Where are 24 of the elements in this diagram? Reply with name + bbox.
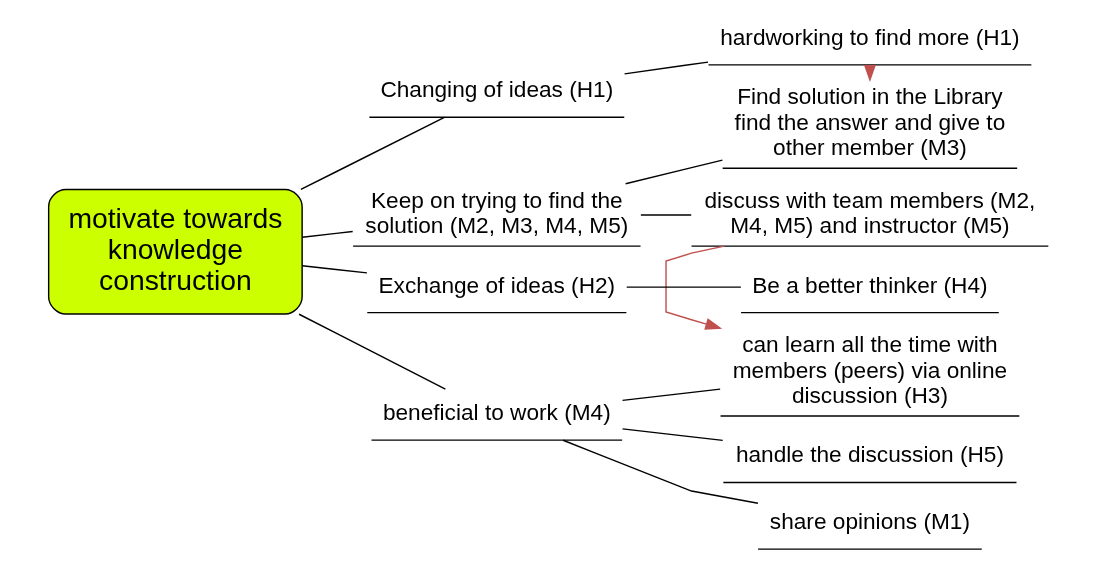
- node-text: Be a better thinker (H4): [752, 271, 988, 298]
- node-text: Keep on trying to find the solution (M2, M3, M4, M5): [365, 186, 629, 239]
- node-text: Exchange of ideas (H2): [378, 271, 616, 298]
- node-text: beneficial to work (M4): [382, 398, 611, 425]
- connector: [300, 116, 446, 191]
- connector: [301, 265, 368, 274]
- node-text: can learn all the time with members (peers) via online discussion (H3): [732, 331, 1008, 408]
- arrow: [665, 245, 725, 330]
- node-text: Find solution in the Library find the answer and give to other member (M3): [734, 83, 1006, 161]
- node-text: Changing of ideas (H1): [380, 76, 614, 103]
- node-box: motivate towards knowledge construction: [47, 188, 303, 315]
- connector: [562, 439, 759, 504]
- connector: [621, 388, 721, 402]
- node-text: discuss with team members (M2, M4, M5) and instructor (M5): [704, 186, 1036, 239]
- node-text: handle the discussion (H5): [735, 441, 1004, 468]
- connector: [621, 428, 724, 442]
- connector: [626, 286, 742, 288]
- connector: [624, 159, 724, 185]
- node-text: share opinions (M1): [769, 508, 970, 535]
- connector: [298, 313, 447, 390]
- connector: [623, 61, 709, 75]
- connector: [640, 214, 692, 216]
- node-text: hardworking to find more (H1): [720, 23, 1020, 50]
- connector: [301, 230, 354, 238]
